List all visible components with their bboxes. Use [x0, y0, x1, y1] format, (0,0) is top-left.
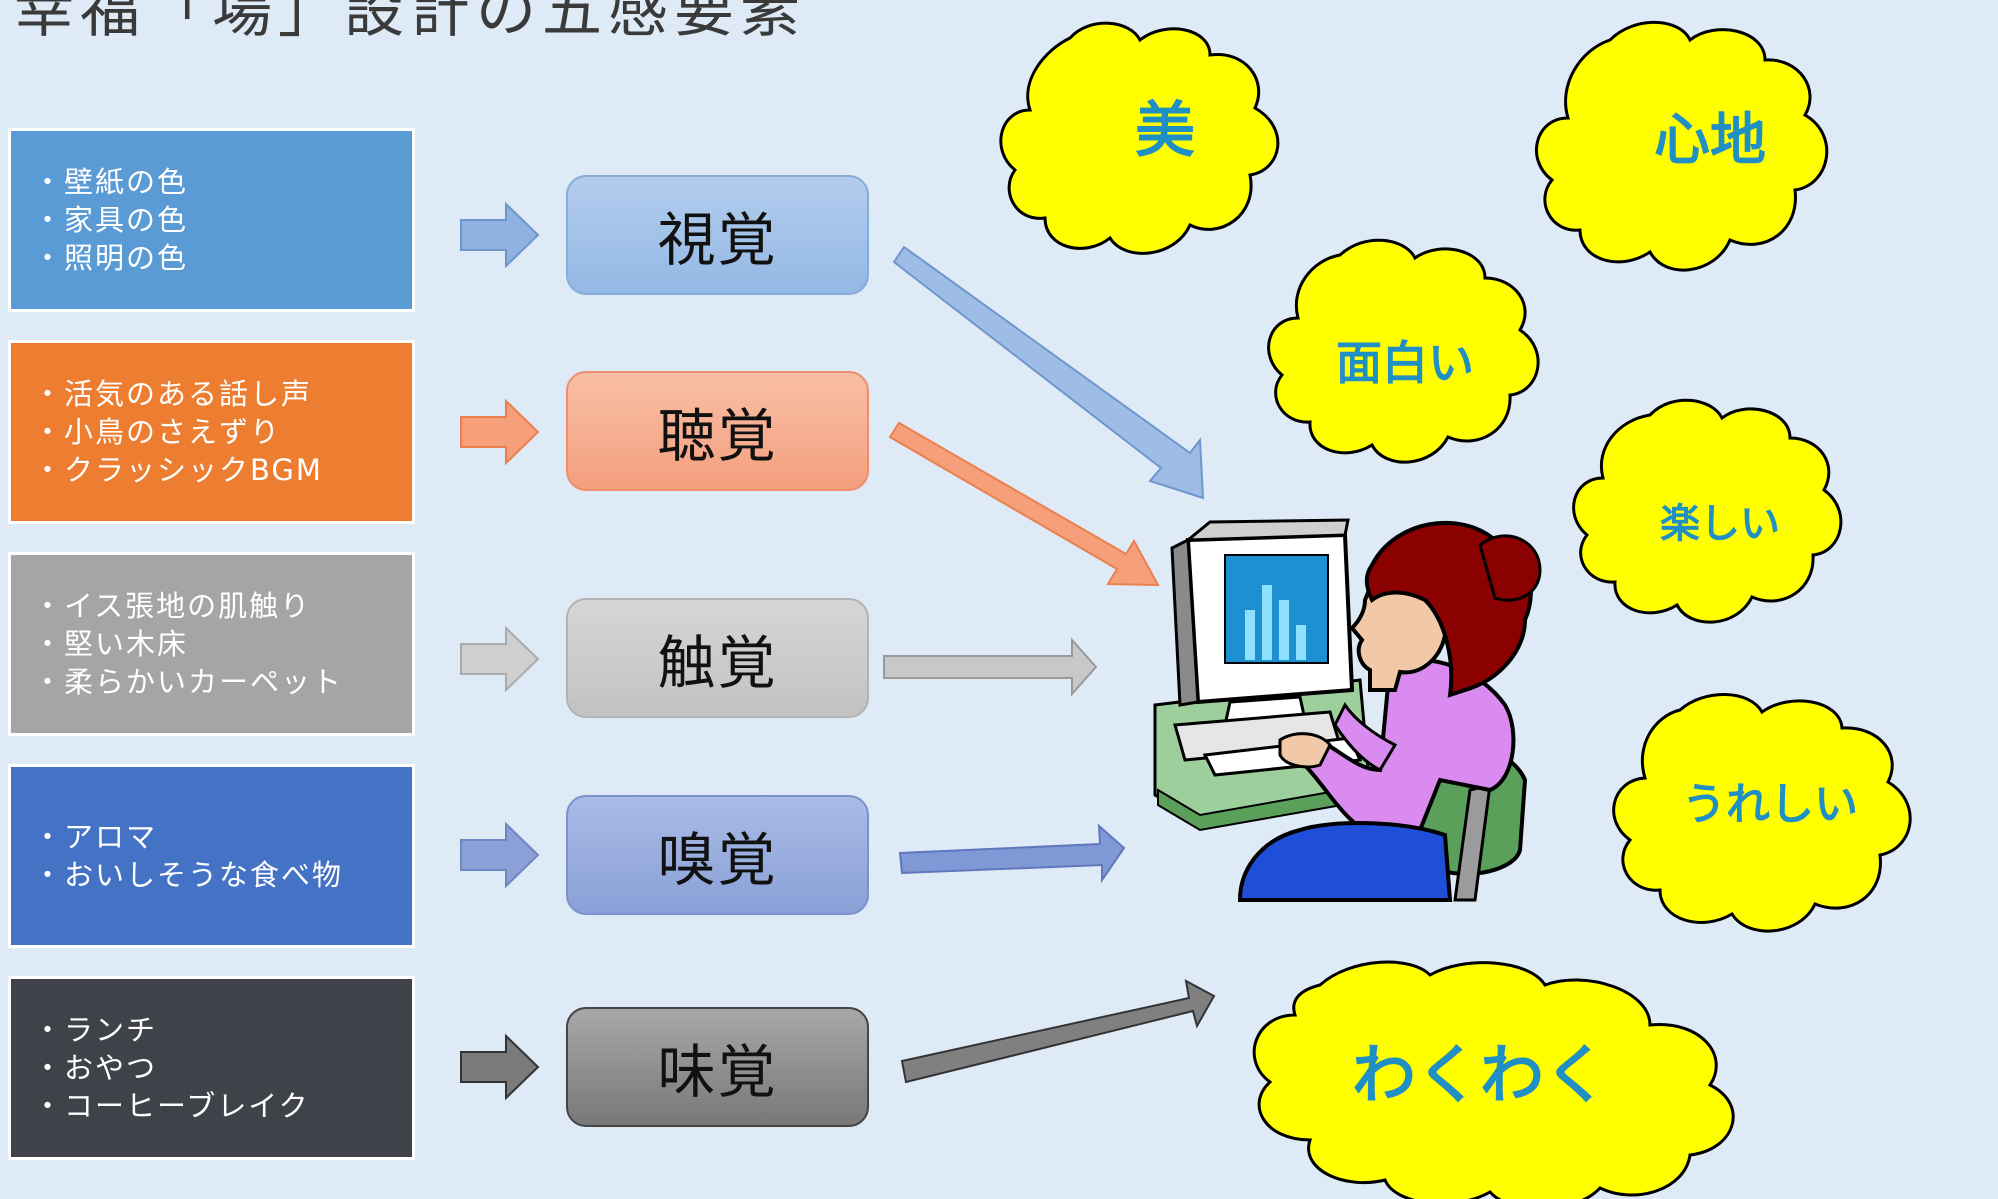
visual-label: 視覚	[566, 175, 869, 295]
auditory-item: ・活気のある話し声	[33, 377, 313, 411]
tactile-to-person-arrow	[883, 637, 1098, 697]
olfactory-items-box: ・アロマ ・おいしそうな食べ物	[8, 764, 415, 948]
block-arrow	[460, 1033, 540, 1101]
visual-item: ・壁紙の色	[33, 165, 189, 199]
visual-item: ・家具の色	[33, 203, 189, 237]
auditory-label: 聴覚	[566, 371, 869, 491]
olfactory-item: ・おいしそうな食べ物	[33, 858, 344, 892]
auditory-item: ・小鳥のさえずり	[33, 415, 282, 449]
block-arrow	[460, 398, 540, 466]
visual-to-person-arrow	[892, 245, 1205, 500]
olfactory-label: 嗅覚	[566, 795, 869, 915]
cloud-interesting	[1267, 238, 1540, 464]
olfactory-item: ・アロマ	[33, 820, 158, 854]
feeling-comfort: 心地	[1654, 107, 1766, 173]
tactile-item: ・柔らかいカーペット	[33, 665, 344, 699]
cloud-comfort	[1535, 20, 1829, 272]
cloud-fun	[1572, 398, 1843, 624]
olfactory-to-person-arrow	[898, 823, 1126, 884]
cloud-beauty	[999, 21, 1280, 255]
tactile-items-box: ・イス張地の肌触り ・堅い木床 ・柔らかいカーペット	[8, 552, 415, 736]
tactile-label: 触覚	[566, 598, 869, 718]
gustatory-item: ・ランチ	[33, 1013, 158, 1047]
block-arrow	[460, 625, 540, 693]
feeling-fun: 楽しい	[1660, 501, 1780, 547]
auditory-items-box: ・活気のある話し声 ・小鳥のさえずり ・クラッシックBGM	[8, 340, 415, 524]
gustatory-item: ・おやつ	[33, 1051, 158, 1085]
gustatory-item: ・コーヒーブレイク	[33, 1089, 310, 1123]
auditory-to-person-arrow	[888, 421, 1160, 587]
cloud-happy	[1612, 693, 1912, 933]
page-title: 幸福「場」設計の五感要素	[14, 0, 806, 46]
tactile-item: ・イス張地の肌触り	[33, 589, 312, 623]
feeling-excited: わくわく	[1352, 1039, 1608, 1113]
tactile-item: ・堅い木床	[33, 627, 189, 661]
visual-items-box: ・壁紙の色 ・家具の色 ・照明の色	[8, 128, 415, 312]
cloud-excited	[1252, 960, 1735, 1199]
visual-item: ・照明の色	[33, 241, 189, 275]
feeling-interesting: 面白い	[1336, 336, 1474, 390]
person-at-computer-illustration	[1153, 518, 1542, 902]
block-arrow	[460, 821, 540, 889]
feeling-happy: うれしい	[1682, 779, 1858, 830]
gustatory-items-box: ・ランチ ・おやつ ・コーヒーブレイク	[8, 976, 415, 1160]
gustatory-label: 味覚	[566, 1007, 869, 1127]
block-arrow	[460, 201, 540, 269]
gustatory-to-cloud-arrow	[900, 979, 1216, 1084]
feeling-beauty: 美	[1135, 95, 1195, 166]
auditory-item: ・クラッシックBGM	[33, 453, 323, 487]
